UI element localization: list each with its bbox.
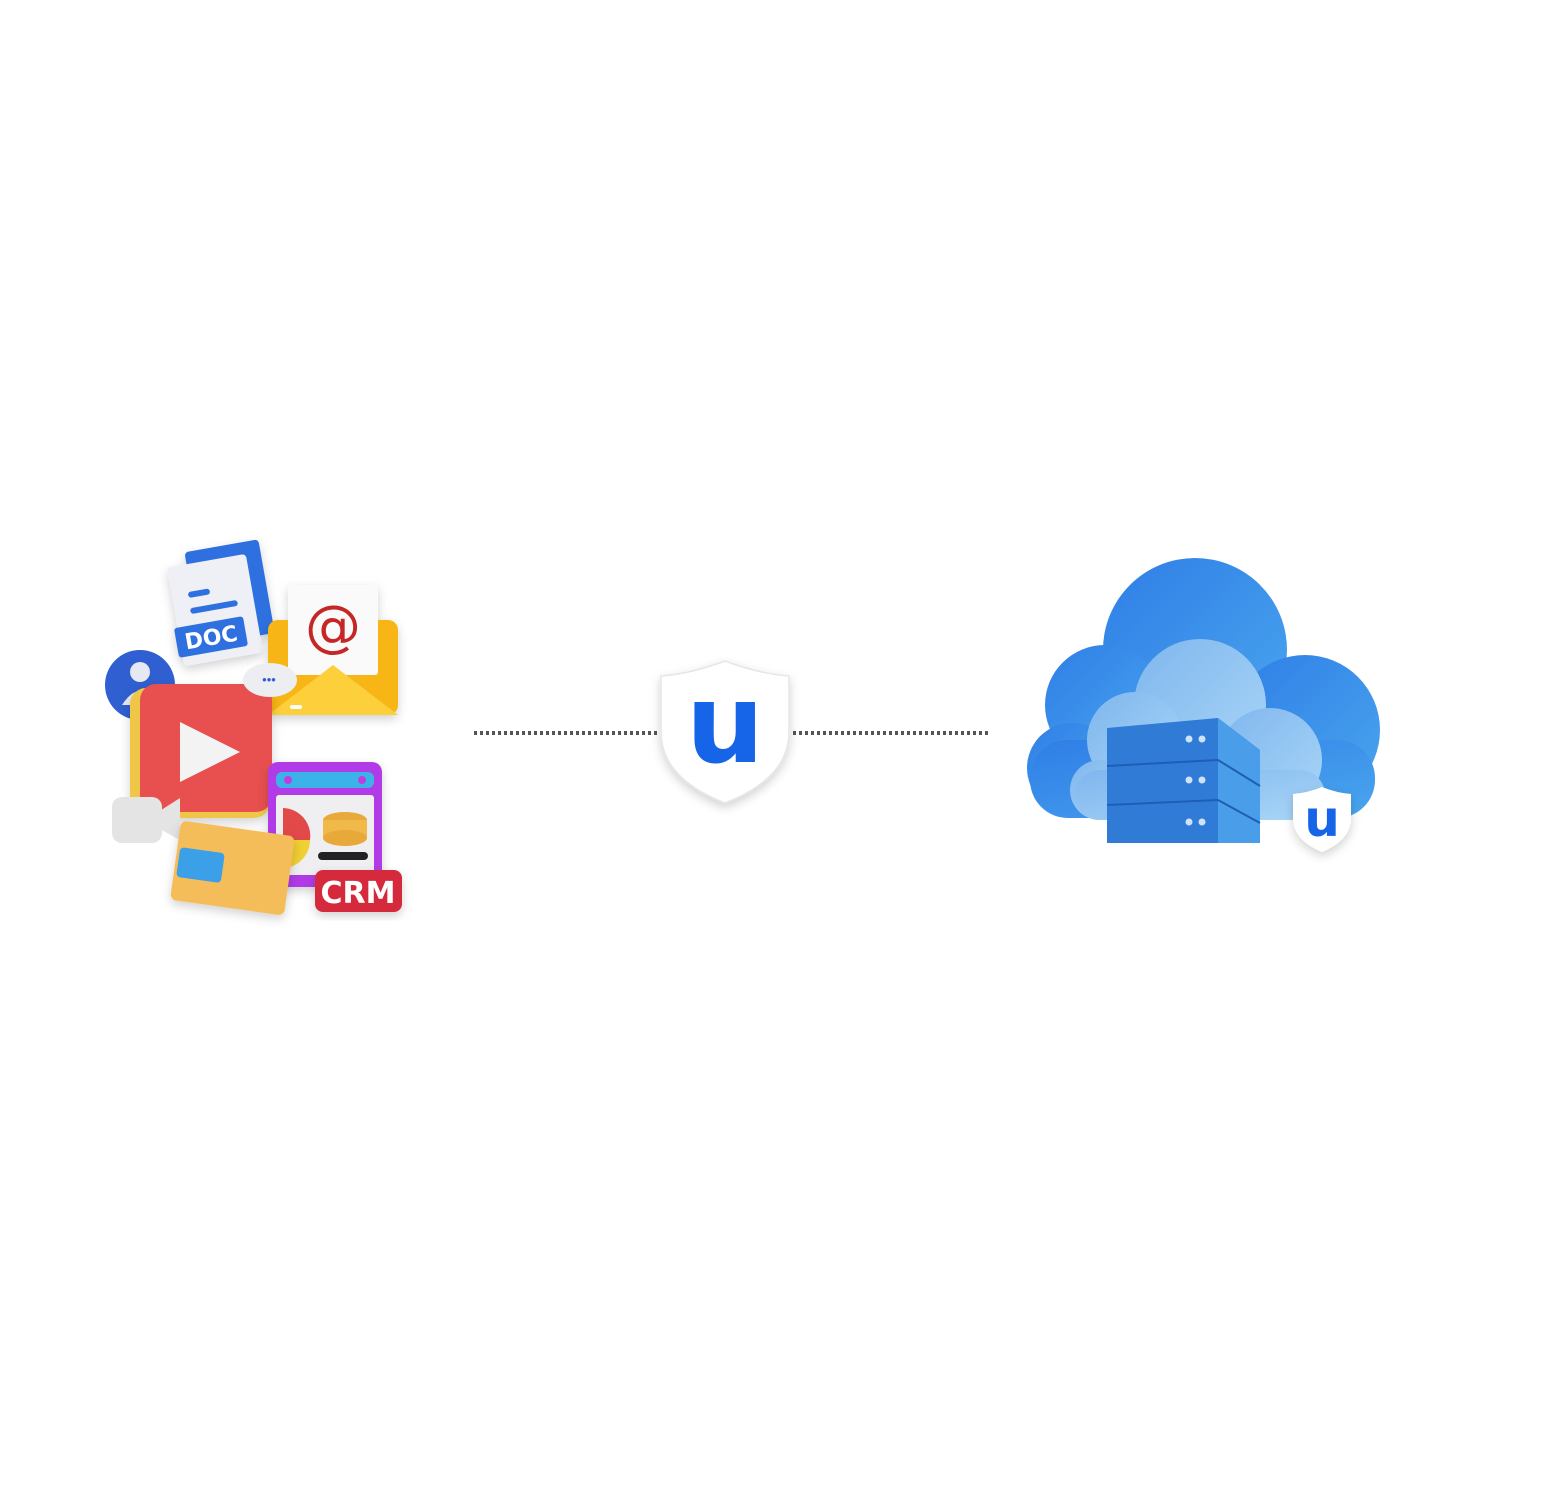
shield-logo-letter: u: [686, 660, 764, 788]
cloud-shield-badge-icon: u: [1293, 787, 1351, 852]
apps-cluster: DOC @ •••: [105, 539, 402, 915]
chat-bubble-icon: •••: [243, 663, 297, 697]
cloud-badge-letter: u: [1304, 790, 1340, 848]
cloud-server-icon: u: [1027, 558, 1380, 852]
at-symbol: @: [305, 594, 361, 659]
doc-icon: DOC: [167, 539, 275, 666]
shield-logo-icon: u: [660, 660, 790, 804]
chat-dots: •••: [262, 672, 276, 687]
crm-badge: CRM: [315, 870, 402, 912]
crm-label: CRM: [321, 876, 396, 911]
email-icon: @: [268, 585, 398, 715]
video-play-icon: [130, 684, 272, 818]
camera-icon: [112, 797, 180, 843]
server-rack-icon: [1106, 718, 1261, 843]
folder-icon: [170, 821, 295, 915]
